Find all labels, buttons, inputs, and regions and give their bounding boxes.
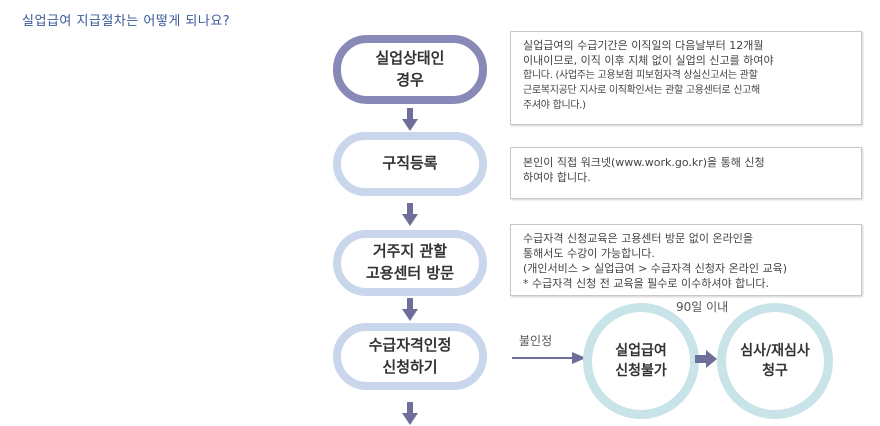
description-line: 통해서도 수강이 가능합니다. xyxy=(523,247,655,260)
step-label: 신청하기 xyxy=(382,357,438,376)
result-not-eligible: 실업급여 신청불가 xyxy=(583,303,699,419)
step-label: 경우 xyxy=(396,70,424,89)
description-line: 합니다. (사업주는 고용보험 피보험자격 상실신고서는 관할 xyxy=(523,70,758,81)
right-arrow-icon xyxy=(512,352,586,364)
down-arrow-icon xyxy=(402,203,418,226)
description-line: (개인서비스 > 실업급여 > 수급자격 신청자 온라인 교육) xyxy=(523,262,788,275)
description-line: 본인이 직접 워크넷(www.work.go.kr)을 통해 신청 xyxy=(523,156,765,169)
page-title: 실업급여 지급절차는 어떻게 되나요? xyxy=(22,14,231,29)
step-label: 실업상태인 xyxy=(375,48,445,67)
appeal-request: 심사/재심사 청구 xyxy=(717,303,833,419)
reject-label: 불인정 xyxy=(519,334,553,348)
description-box-step1: 실업급여의 수급기간은 이직일의 다음날부터 12개월 이내이므로, 이직 이후… xyxy=(510,31,862,125)
description-line: 근로복지공단 지사로 이직확인서는 관할 고용센터로 신고해 xyxy=(523,85,760,96)
appeal-label: 청구 xyxy=(762,363,788,379)
step-label: 수급자격인정 xyxy=(368,335,452,354)
step-unemployed: 실업상태인 경우 xyxy=(333,35,487,104)
description-line: 하여야 합니다. xyxy=(523,171,591,184)
description-box-step2: 본인이 직접 워크넷(www.work.go.kr)을 통해 신청 하여야 합니… xyxy=(510,147,862,199)
description-line: 실업급여의 수급기간은 이직일의 다음날부터 12개월 xyxy=(523,39,764,52)
down-arrow-icon xyxy=(402,108,418,131)
period-label: 90일 이내 xyxy=(676,300,729,314)
down-arrow-icon xyxy=(402,298,418,321)
description-line: 주셔야 합니다.) xyxy=(523,100,586,111)
description-line: 이내이므로, 이직 이후 지체 없이 실업의 신고를 하여야 xyxy=(523,54,774,67)
result-label: 실업급여 xyxy=(615,342,667,359)
description-line: * 수급자격 신청 전 교육을 필수로 이수하셔야 합니다. xyxy=(523,277,769,290)
appeal-label: 심사/재심사 xyxy=(740,342,810,359)
step-job-registration: 구직등록 xyxy=(333,132,487,196)
step-label: 거주지 관할 xyxy=(372,242,448,261)
step-label: 구직등록 xyxy=(382,154,438,173)
description-box-step3: 수급자격 신청교육은 고용센터 방문 없이 온라인을 통해서도 수강이 가능합니… xyxy=(510,224,862,296)
step-label: 고용센터 방문 xyxy=(365,264,455,282)
right-arrow-icon xyxy=(695,350,717,368)
description-line: 수급자격 신청교육은 고용센터 방문 없이 온라인을 xyxy=(523,232,754,245)
step-apply-eligibility: 수급자격인정 신청하기 xyxy=(333,323,487,390)
result-label: 신청불가 xyxy=(615,363,667,379)
step-visit-center: 거주지 관할 고용센터 방문 xyxy=(333,230,487,296)
down-arrow-icon xyxy=(402,402,418,425)
